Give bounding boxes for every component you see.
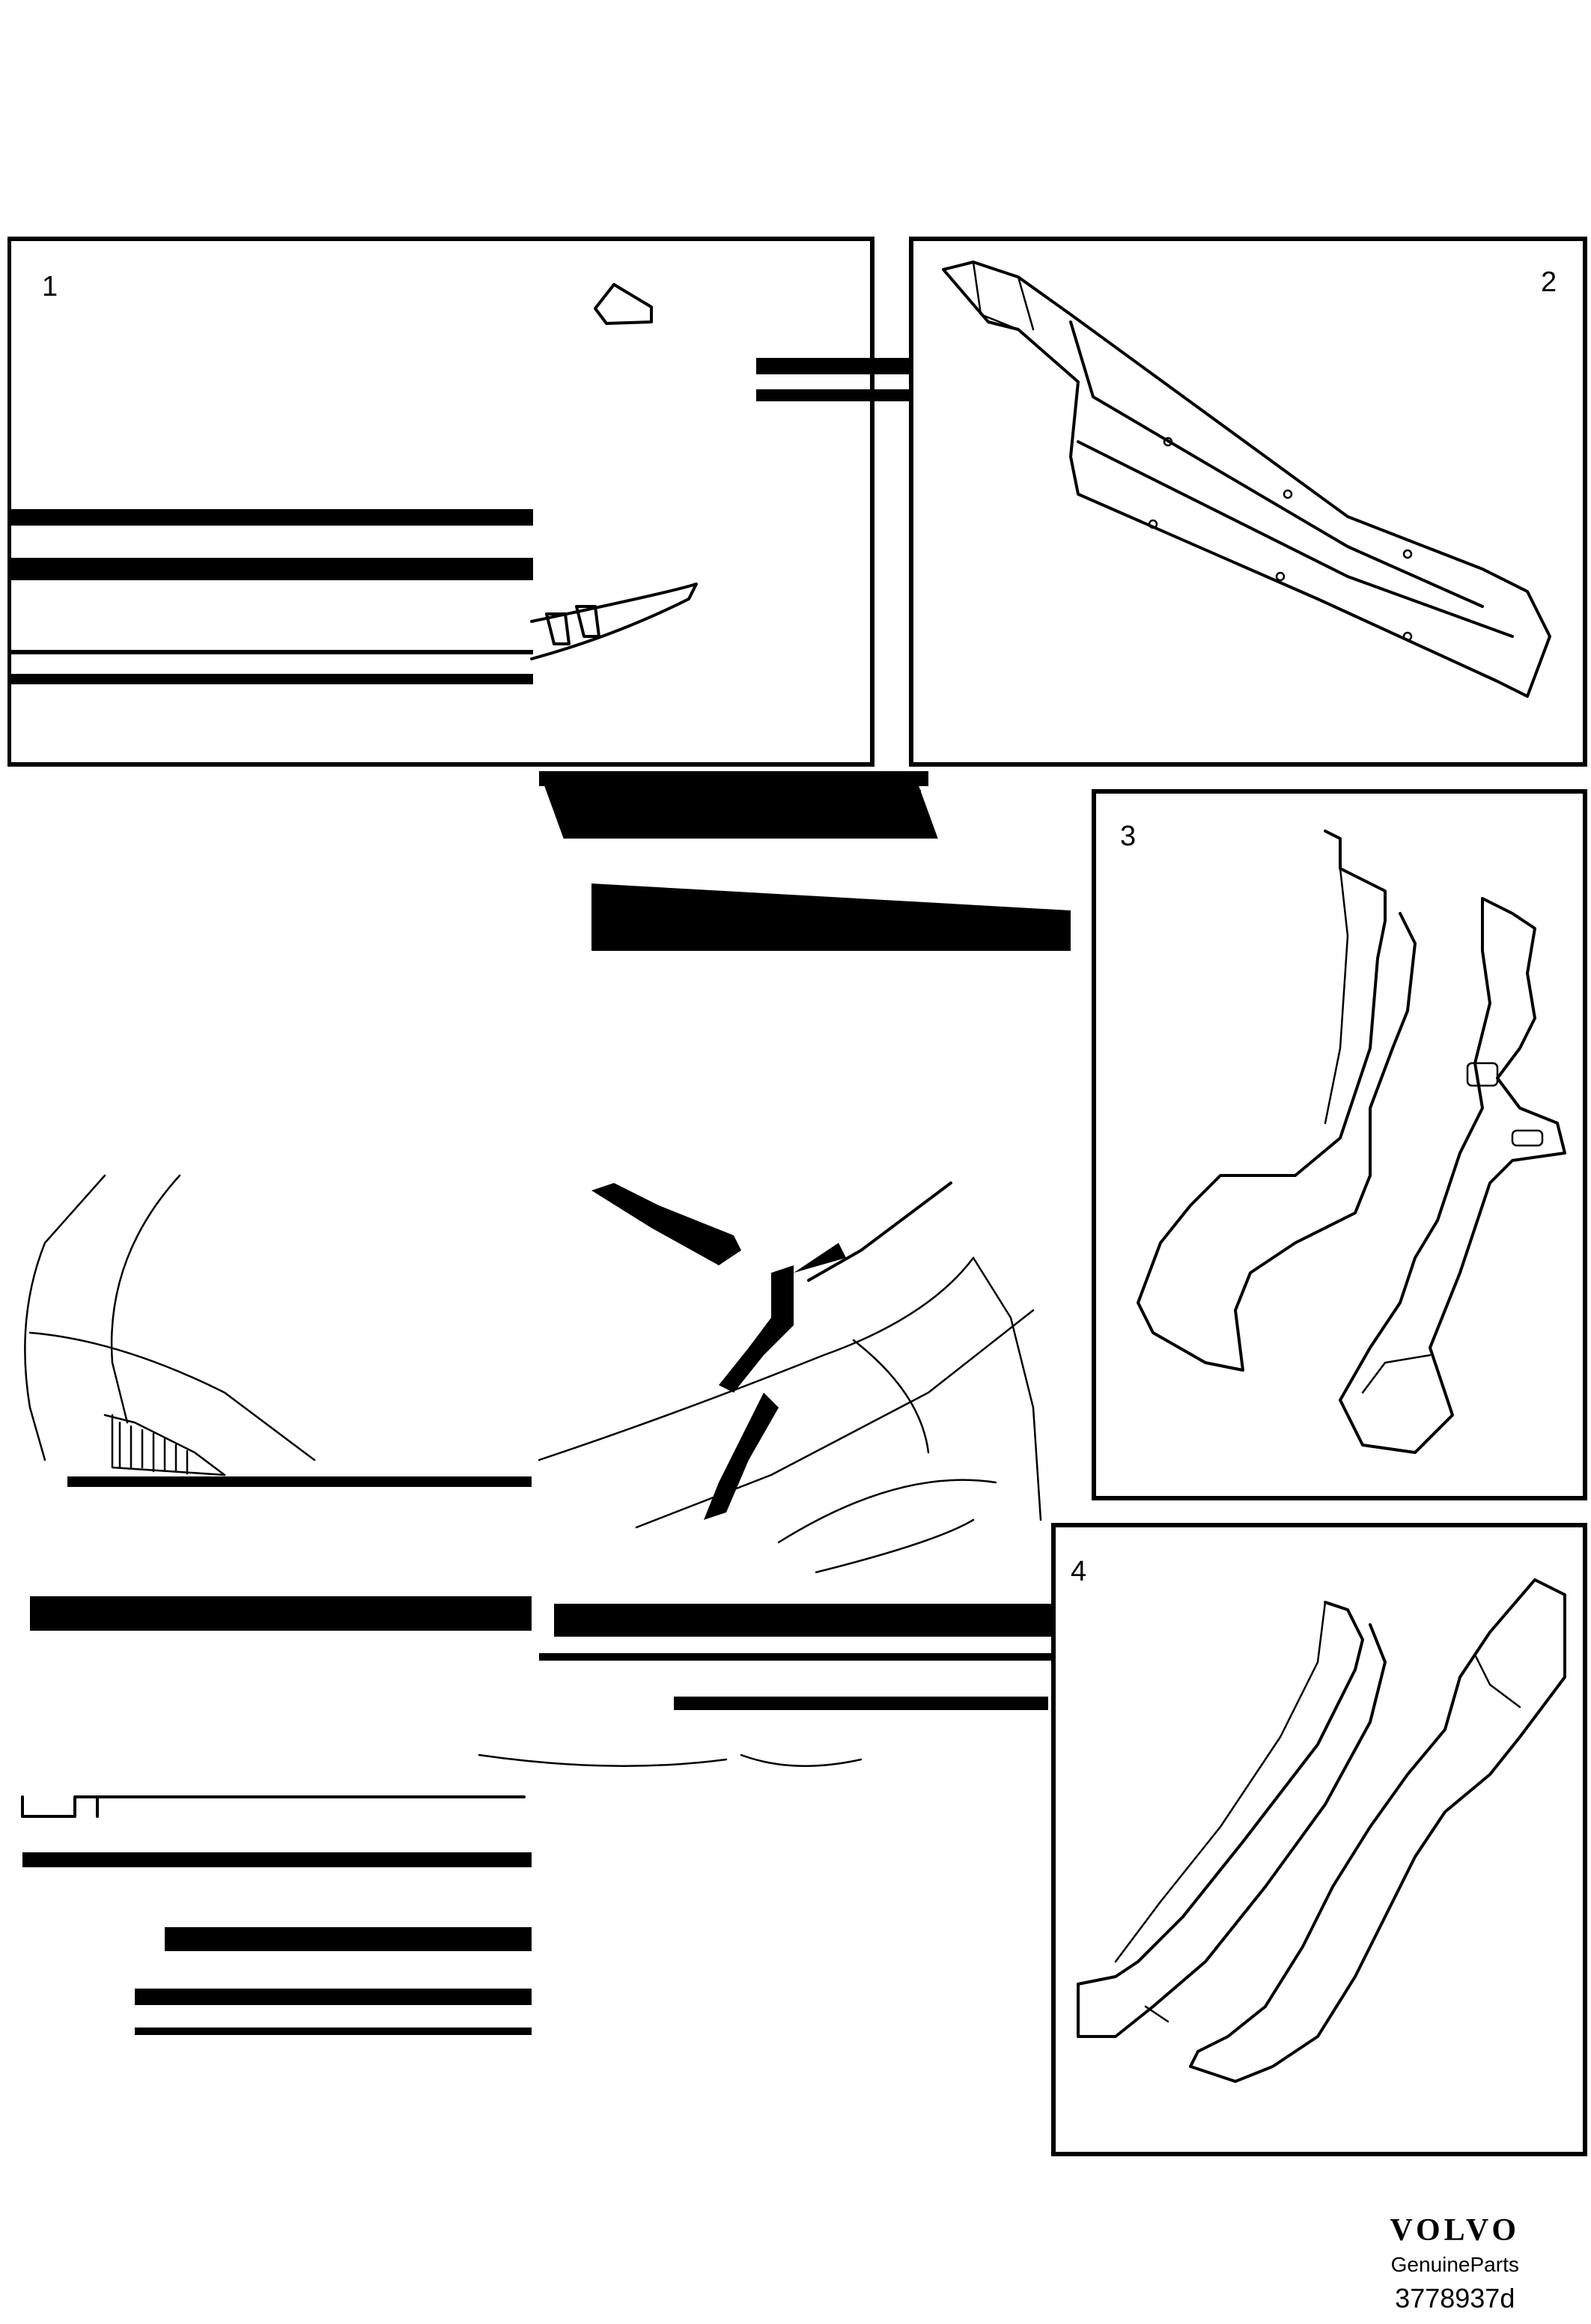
trim-strip-band bbox=[554, 1604, 1056, 1637]
volvo-logo: VOLVO bbox=[1390, 2213, 1520, 2248]
brand-block: VOLVO GenuineParts 3778937d bbox=[1390, 2212, 1520, 2314]
part-1-clip-drawing bbox=[530, 283, 698, 660]
callout-3: 3 bbox=[1120, 821, 1137, 852]
trim-strip-band bbox=[9, 650, 533, 654]
trim-strip-band bbox=[30, 1596, 532, 1631]
trim-strip-band bbox=[165, 1927, 532, 1951]
vehicle-front-overview-drawing bbox=[24, 1174, 1042, 1574]
trim-strip-band bbox=[135, 1989, 532, 2005]
panel-4 bbox=[1051, 1523, 1587, 2156]
callout-2: 2 bbox=[1541, 267, 1557, 298]
part-4-arch-liner-drawing bbox=[1077, 1578, 1566, 2083]
trim-strip-band bbox=[539, 771, 928, 786]
part-2-cross-member-drawing bbox=[942, 261, 1551, 698]
trim-strip-band bbox=[9, 674, 533, 684]
panel-2 bbox=[909, 237, 1587, 767]
callout-1: 1 bbox=[42, 271, 58, 302]
callout-4: 4 bbox=[1071, 1556, 1087, 1587]
trim-profile-drawing bbox=[21, 1753, 863, 1818]
trim-strip-band bbox=[539, 1653, 1056, 1661]
trim-strip-band bbox=[674, 1697, 1048, 1710]
trim-strip-band bbox=[22, 1852, 532, 1867]
brand-subtitle: GenuineParts bbox=[1390, 2253, 1519, 2276]
trim-strip-band bbox=[9, 509, 533, 526]
panel-3 bbox=[1092, 789, 1587, 1500]
windscreen-band bbox=[544, 786, 938, 839]
windscreen-band bbox=[591, 883, 1071, 951]
diagram-code: 3778937d bbox=[1395, 2283, 1515, 2314]
trim-strip-band bbox=[67, 1476, 532, 1487]
trim-strip-band bbox=[9, 558, 533, 580]
part-3-wheel-arch-bracket-drawing bbox=[1137, 830, 1566, 1454]
trim-strip-band bbox=[135, 2028, 532, 2035]
